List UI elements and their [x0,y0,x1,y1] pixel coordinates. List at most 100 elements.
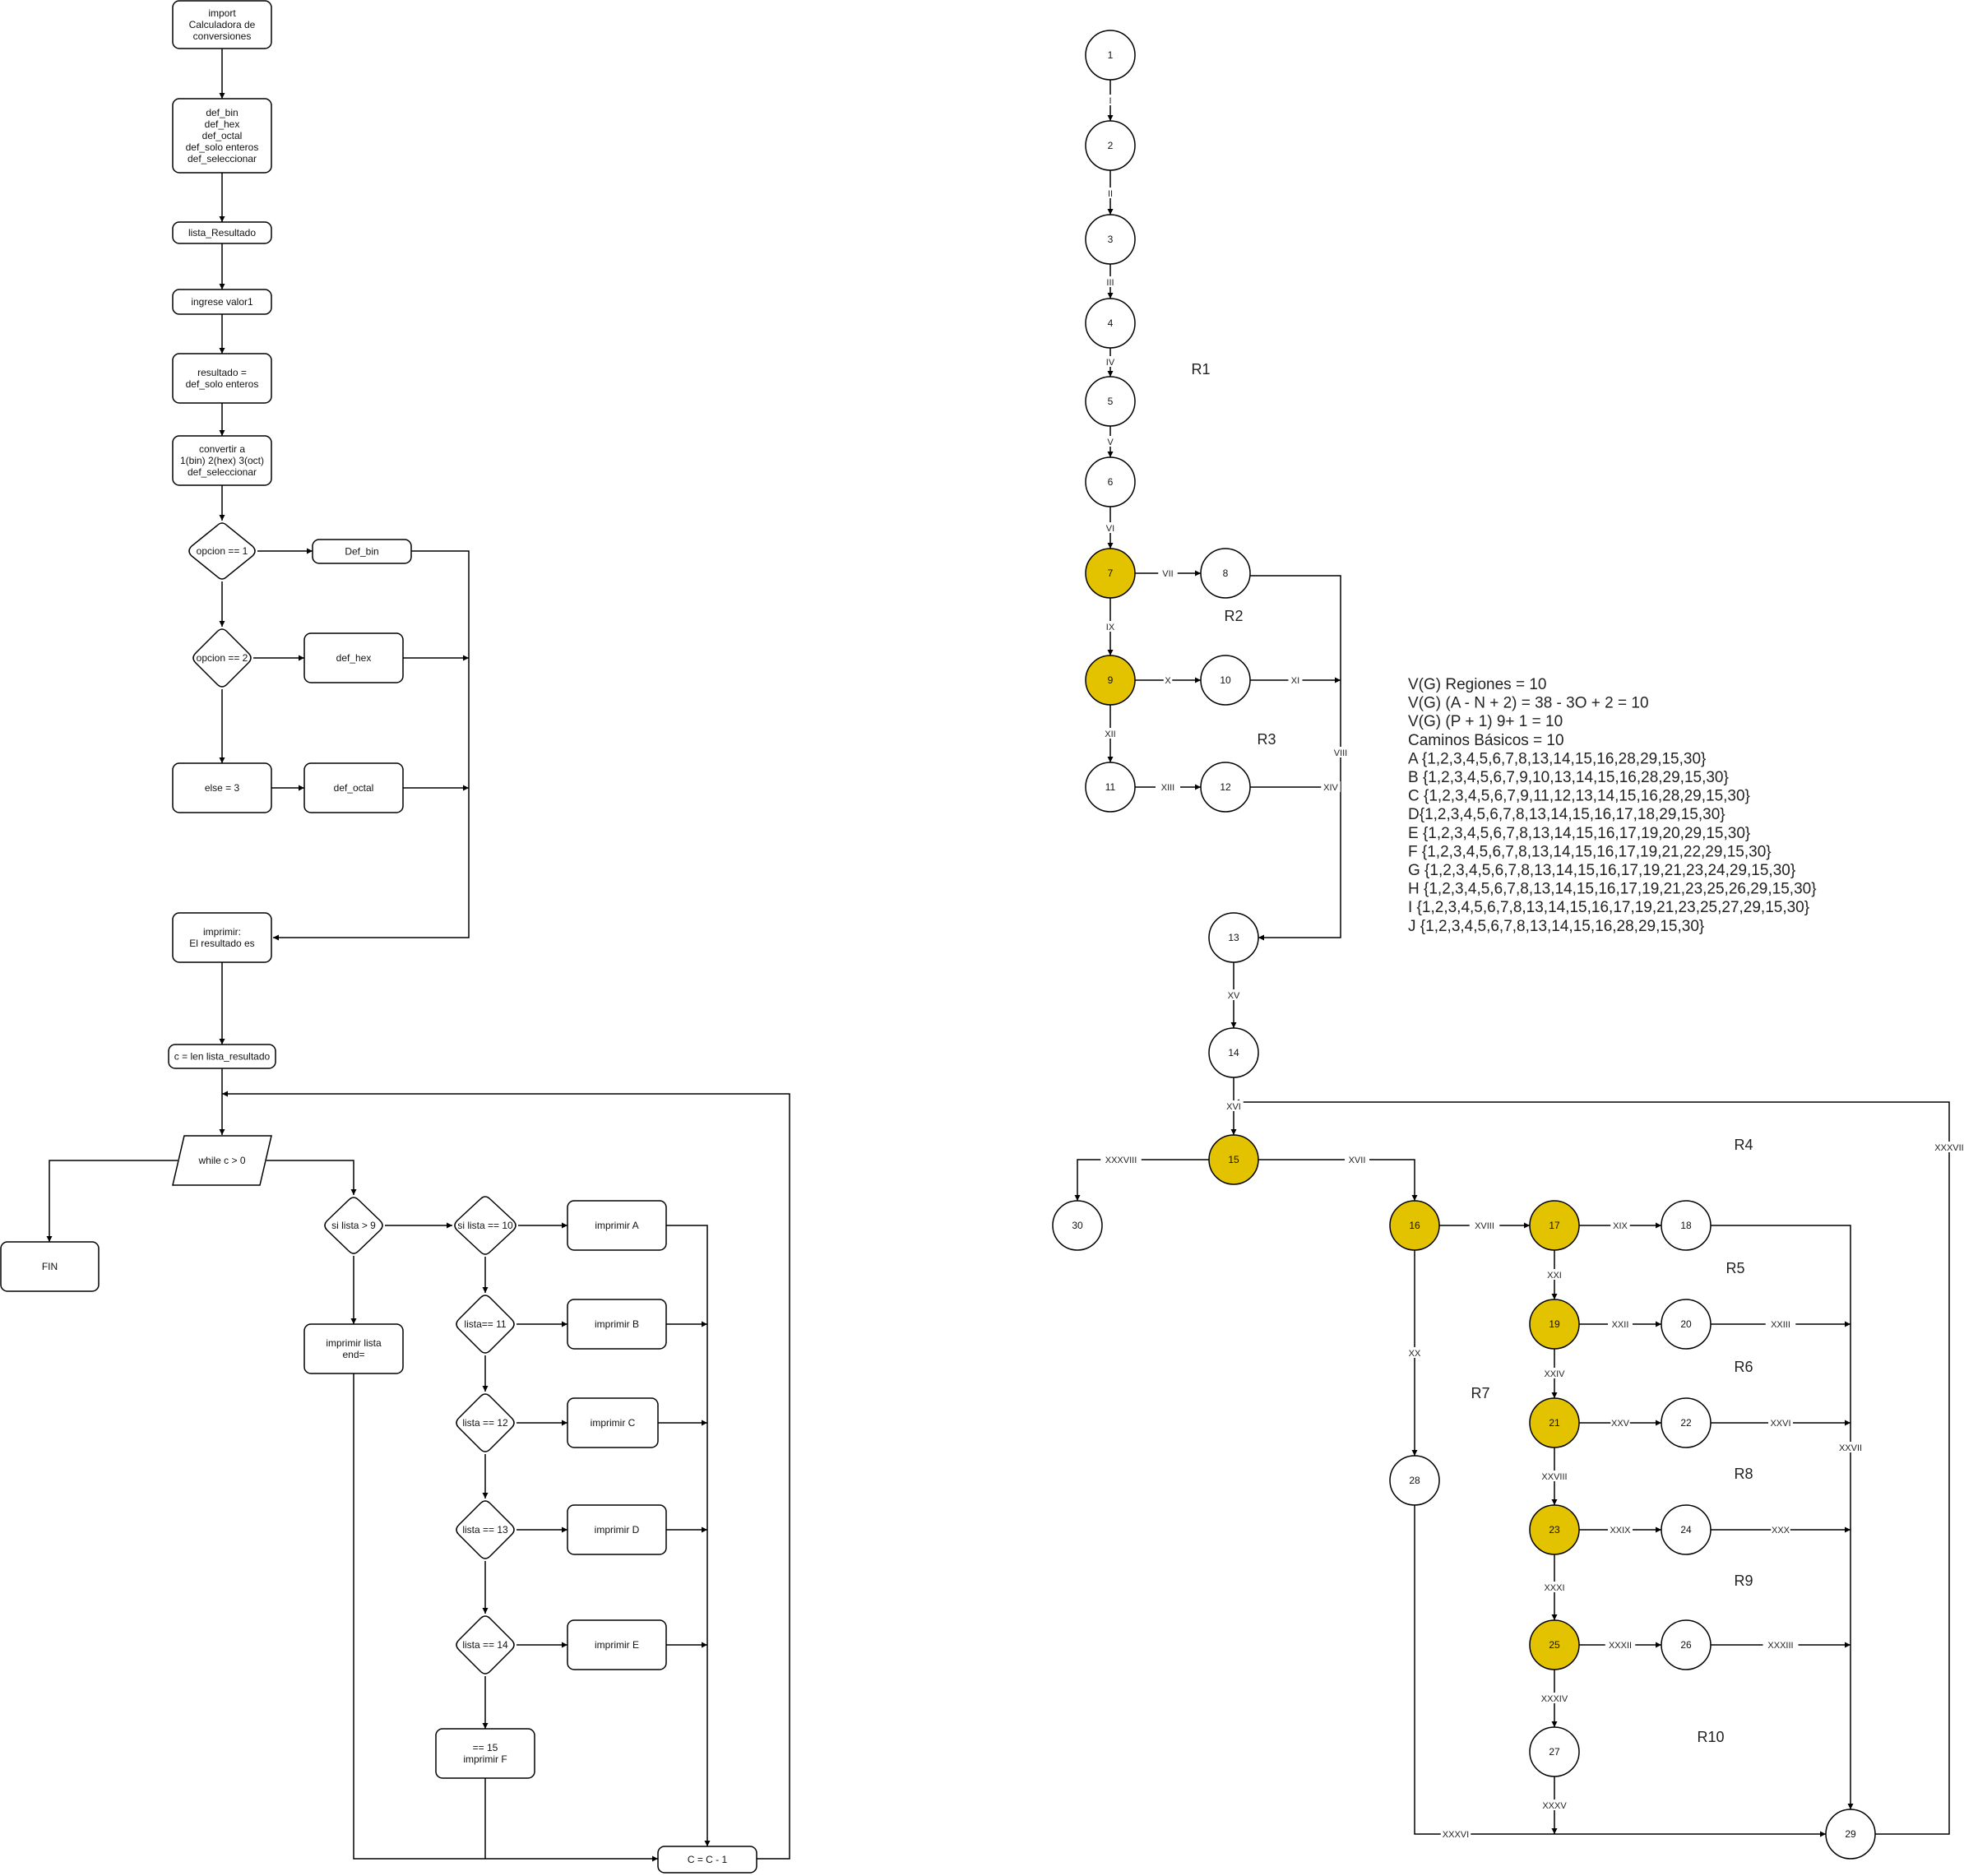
edge-label-bg-XV [1226,989,1241,1000]
box-fin-shape [0,1241,100,1292]
edge-label-III: III [1106,278,1114,288]
edge-label-bg-XXXII [1605,1639,1636,1650]
box-else3: else = 3 [172,762,272,813]
graph-node-14-circle [1208,1027,1259,1078]
graph-edge-XXXVIII [1074,1159,1209,1201]
graph-node-20-circle [1661,1299,1712,1350]
box-lista-resultado: lista_Resultado [172,221,272,244]
diamond-si-lista9-shape [324,1197,383,1254]
graph-node-25-circle [1529,1619,1580,1670]
graph-node-25-label: 25 [1549,1639,1560,1651]
edge-label-bg-XX [1407,1347,1422,1358]
box-fin-label: FIN [42,1261,58,1272]
box-resultado-shape [172,353,272,404]
edge-label-bg-III [1100,276,1120,287]
edge-label-XII: XII [1105,730,1115,739]
box-defs-shape [172,98,272,174]
graph-node-6-circle [1085,456,1136,507]
diamond-si-lista9-label: si lista > 9 [331,1220,376,1231]
box-imprimir-d: imprimir D [567,1504,667,1555]
edge-label-bg-V [1105,436,1115,447]
edge-label-XXIV: XXIV [1544,1369,1565,1379]
graph-node-9: 9 [1085,655,1136,706]
diamond-lista14: lista == 14 [456,1615,515,1675]
box-imprimir-e: imprimir E [567,1619,667,1670]
edge-label-XIII: XIII [1161,783,1175,793]
graph-node-26: 26 [1661,1619,1712,1670]
edge-defbin-merge [273,550,470,941]
graph-node-29: 29 [1825,1809,1876,1860]
graph-node-3-circle [1085,214,1136,265]
graph-node-16-circle [1389,1200,1440,1251]
edge-label-XXXII: XXXII [1609,1641,1632,1651]
graph-node-23: 23 [1529,1504,1580,1555]
edge-impA-collector [666,1225,711,1846]
graph-node-28: 28 [1389,1455,1440,1506]
box-imprimir-d-shape [567,1504,667,1555]
edge-label-X: X [1165,676,1171,686]
edge-label-bg-II [1103,188,1118,198]
region-r10: R10 [1697,1729,1724,1745]
box-def-hex: def_hex [303,632,404,683]
diamond-opcion2-label: opcion == 2 [197,652,248,664]
edge-label-bg-VI [1103,522,1118,533]
box-imprimir-c-shape [567,1397,659,1448]
graph-node-19-label: 19 [1549,1318,1560,1330]
graph-node-28-label: 28 [1409,1475,1420,1486]
graph-edge-VIII [1250,575,1341,941]
graph-node-18-label: 18 [1680,1220,1692,1231]
graph-node-22-circle [1661,1397,1712,1448]
graph-node-27: 27 [1529,1726,1580,1777]
edge-label-XXXVI: XXXVI [1443,1830,1469,1840]
graph-node-3: 3 [1085,214,1136,265]
edge-label-bg-VII [1158,567,1178,578]
diamond-si-lista9: si lista > 9 [324,1197,383,1254]
region-r8: R8 [1734,1466,1753,1482]
box-lista-resultado-shape [172,221,272,244]
edge-label-bg-XXXVII [1931,1142,1964,1152]
edge-label-VI: VI [1106,524,1114,534]
box-imprimir-label: imprimir:El resultado es [189,926,254,949]
graph-node-16-label: 16 [1409,1220,1420,1231]
edge-label-IX: IX [1106,623,1115,632]
graph-node-6: 6 [1085,456,1136,507]
edge-label-XXXIV: XXXIV [1541,1694,1568,1704]
edge-label-bg-XII [1100,728,1120,739]
graph-node-21-label: 21 [1549,1417,1560,1429]
box-lista15-shape [435,1728,535,1779]
edge-label-XXV: XXV [1611,1419,1630,1429]
region-r7: R7 [1471,1385,1489,1401]
graph-node-25: 25 [1529,1619,1580,1670]
diamond-opcion1-shape [188,522,256,580]
info-line-2: V(G) (P + 1) 9+ 1 = 10 [1408,713,1563,730]
box-fin: FIN [0,1241,100,1292]
graph-node-1-circle [1085,30,1136,81]
diamond-lista13-label: lista == 13 [462,1524,508,1536]
box-imprimir-lista-shape [303,1323,404,1374]
graph-node-4-circle [1085,298,1136,349]
box-imprimir: imprimir:El resultado es [172,912,272,963]
edge-while-lista9 [266,1160,357,1195]
diamond-lista14-shape [456,1615,515,1675]
graph-node-3-label: 3 [1108,234,1114,245]
edge-label-XXIX: XXIX [1610,1526,1631,1536]
diamond-si-lista10-label: si lista == 10 [457,1220,513,1231]
graph-node-19-circle [1529,1299,1580,1350]
edge-label-XXII: XXII [1612,1320,1629,1330]
info-line-6: C {1,2,3,4,5,6,7,9,11,12,13,14,15,16,28,… [1408,788,1750,805]
edge-label-bg-XVI [1224,1100,1244,1111]
edge-label-bg-I [1105,95,1115,105]
edge-label-XVI: XVI [1226,1102,1241,1112]
edge-label-XIV: XIV [1323,783,1338,793]
edge-label-bg-XXXVI [1440,1828,1471,1839]
graph-node-9-label: 9 [1108,674,1114,686]
box-def-bin-shape [312,539,412,564]
edge-label-IV: IV [1106,358,1115,368]
graph-node-12-circle [1200,762,1251,813]
info-line-1: V(G) (A - N + 2) = 38 - 3O + 2 = 10 [1408,695,1649,712]
graph-node-15: 15 [1208,1134,1259,1185]
